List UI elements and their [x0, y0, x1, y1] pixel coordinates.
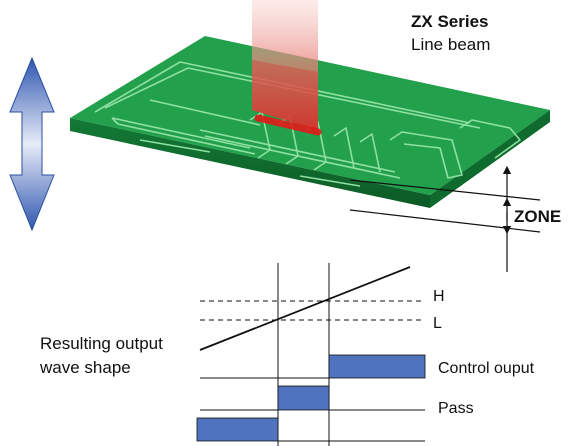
output-wave-label-line2: wave shape	[39, 358, 131, 377]
timing-chart	[196, 263, 426, 446]
measurement-ramp	[199, 266, 411, 351]
pass-pulse	[277, 385, 330, 411]
movement-arrow-icon	[9, 56, 55, 232]
zone-indicator	[349, 165, 541, 272]
control-output-label: Control ouput	[438, 360, 535, 377]
output-wave-label-line1: Resulting output	[40, 334, 163, 353]
series-title: ZX Series	[411, 12, 489, 31]
threshold-l-label: L	[433, 315, 442, 332]
threshold-h-label: H	[433, 288, 445, 305]
laser-line-beam	[252, 0, 322, 136]
zone-label: ZONE	[514, 207, 561, 226]
series-subtitle: Line beam	[411, 35, 490, 54]
pass-label: Pass	[438, 400, 474, 417]
control-output-pulse	[328, 354, 426, 379]
low-output-pulse	[196, 417, 279, 442]
